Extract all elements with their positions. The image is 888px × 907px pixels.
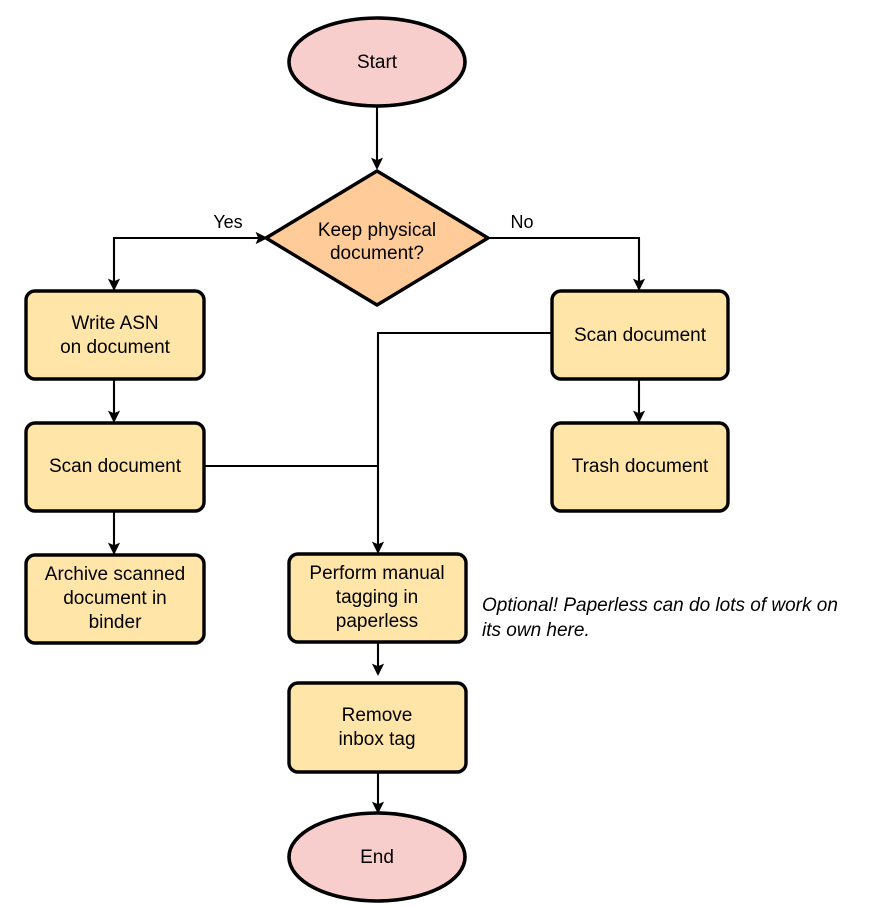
write-asn-label-line1: Write ASN [71,313,158,334]
end-label: End [360,847,394,868]
start-terminal-shape [287,16,467,108]
trash-document-label: Trash document [572,456,709,477]
write-asn-box-shape [24,289,206,381]
node-decision-keep-physical-document[interactable]: Keep physical document? [264,169,490,307]
archive-label-line1: Archive scanned [45,564,185,585]
scan-document-right-label: Scan document [574,325,707,346]
manual-tagging-label-line3: paperless [336,611,418,632]
node-start[interactable]: Start [287,16,467,108]
edge-scan-right-to-manual-tagging [371,331,552,554]
remove-inbox-label-line2: inbox tag [338,729,415,750]
node-end[interactable]: End [287,811,467,903]
node-perform-manual-tagging[interactable]: Perform manual tagging in paperless [287,552,468,644]
scan-document-right-box-shape [550,289,730,381]
edge-label-no: No [510,212,533,232]
remove-inbox-box-shape [287,681,468,774]
decision-diamond-shape [264,169,490,307]
archive-box-shape [24,553,206,645]
edge-decision-yes-to-write-asn [107,231,268,291]
note-line1: Optional! Paperless can do lots of work … [482,595,838,616]
edge-layer [107,104,646,814]
remove-inbox-label-line1: Remove [342,705,413,726]
scan-document-left-box-shape [24,421,206,513]
trash-document-box-shape [550,421,730,513]
decision-label-line2: document? [330,243,424,264]
node-archive-scanned-document[interactable]: Archive scanned document in binder [24,553,206,645]
decision-label-line1: Keep physical [318,220,436,241]
node-write-asn-on-document[interactable]: Write ASN on document [24,289,206,381]
annotation-note: Optional! Paperless can do lots of work … [482,595,838,641]
node-trash-document[interactable]: Trash document [550,421,730,513]
manual-tagging-box-shape [287,552,468,644]
node-scan-document-right[interactable]: Scan document [550,289,730,381]
node-scan-document-left[interactable]: Scan document [24,421,206,513]
end-terminal-shape [287,811,467,903]
write-asn-label-line2: on document [60,337,171,358]
scan-document-left-label: Scan document [49,456,182,477]
archive-label-line2: document in [63,588,167,609]
note-line2: its own here. [482,620,590,641]
node-remove-inbox-tag[interactable]: Remove inbox tag [287,681,468,774]
edge-decision-no-to-scan-right [489,236,646,291]
start-label: Start [357,52,398,73]
manual-tagging-label-line2: tagging in [336,587,418,608]
edge-label-yes: Yes [213,212,242,232]
archive-label-line3: binder [89,612,142,633]
manual-tagging-label-line1: Perform manual [309,563,444,584]
